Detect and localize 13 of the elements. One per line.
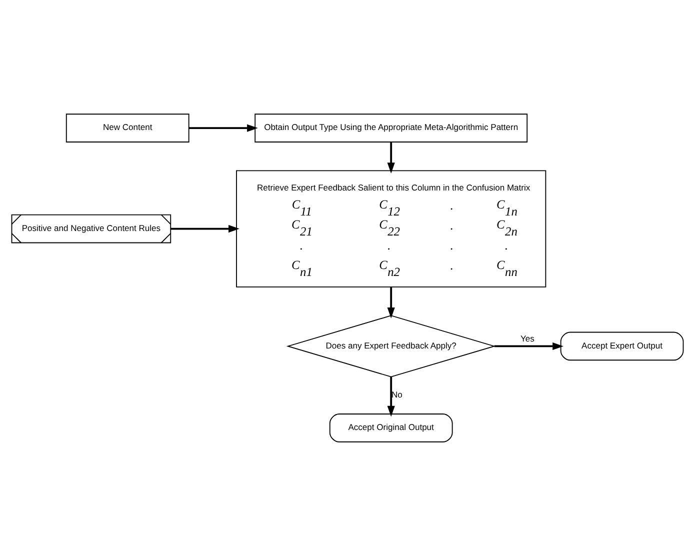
node-box: Obtain Output Type Using the Appropriate Meta-Algorithmic Pattern: [254, 114, 528, 142]
arrow: [494, 342, 564, 350]
node-box: New Content: [66, 114, 190, 142]
arrow: [387, 287, 395, 318]
arrow: [170, 224, 240, 233]
arrow: [387, 376, 395, 417]
edge-label: Yes: [520, 333, 534, 344]
node-box: Accept Original Output: [329, 414, 453, 442]
node-box: Accept Expert Output: [560, 332, 684, 361]
arrow: [387, 142, 395, 174]
node-diamond: Does any Expert Feedback Apply?: [286, 315, 496, 378]
edge-label: No: [391, 390, 402, 400]
arrow: [188, 124, 258, 132]
